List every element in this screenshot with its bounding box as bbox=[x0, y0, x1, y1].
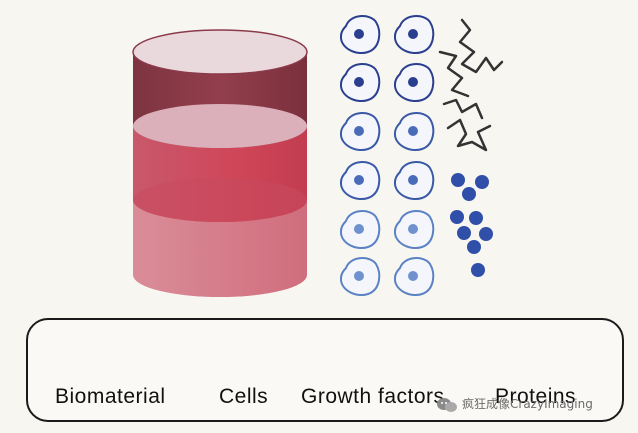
cell bbox=[394, 257, 435, 296]
cell-nucleus bbox=[408, 77, 418, 87]
cylinder-top-disk bbox=[132, 29, 308, 75]
legend-label-biomaterial: Biomaterial bbox=[55, 385, 166, 408]
cell bbox=[394, 210, 435, 249]
cells-group bbox=[340, 15, 435, 296]
cell-nucleus bbox=[354, 271, 364, 281]
cell bbox=[394, 112, 435, 151]
cell-nucleus bbox=[354, 77, 364, 87]
proteins-group bbox=[438, 18, 504, 152]
cell bbox=[340, 15, 381, 54]
legend-label-proteins: Proteins bbox=[495, 385, 577, 408]
cylinder-lower-ring bbox=[133, 178, 307, 222]
cell-nucleus bbox=[354, 224, 364, 234]
protein-strand-3 bbox=[442, 98, 484, 120]
biomaterial-cylinder bbox=[132, 29, 308, 297]
cell bbox=[394, 15, 435, 54]
growth-factor-dot bbox=[457, 226, 471, 240]
cell bbox=[394, 63, 435, 102]
chat-bubble-icon bbox=[437, 398, 457, 412]
legend-label-cells: Cells bbox=[219, 385, 269, 408]
growth-factor-dot bbox=[451, 173, 465, 187]
cell-nucleus bbox=[354, 126, 364, 136]
cylinder-bottom-layer bbox=[133, 200, 307, 297]
cell bbox=[340, 63, 381, 102]
growth-factor-dot bbox=[467, 240, 481, 254]
growth-factor-dot bbox=[471, 263, 485, 277]
cell bbox=[340, 210, 381, 249]
growth-factor-dot bbox=[469, 211, 483, 225]
cell bbox=[340, 257, 381, 296]
cell-nucleus bbox=[408, 175, 418, 185]
cell bbox=[340, 161, 381, 200]
growth-factor-dot bbox=[479, 227, 493, 241]
legend-label-growth-factors: Growth factors bbox=[301, 385, 445, 408]
cell-nucleus bbox=[354, 175, 364, 185]
protein-strand-2 bbox=[438, 50, 470, 98]
cell-nucleus bbox=[408, 271, 418, 281]
cell bbox=[394, 161, 435, 200]
cylinder-middle-disk bbox=[133, 104, 307, 148]
cell bbox=[340, 112, 381, 151]
cell-nucleus bbox=[354, 29, 364, 39]
cell-nucleus bbox=[408, 126, 418, 136]
legend-box bbox=[26, 318, 624, 422]
protein-strand-4 bbox=[446, 118, 492, 152]
watermark-text: 疯狂成像CrazyImaging bbox=[462, 397, 593, 411]
growth-factors-group bbox=[450, 173, 493, 277]
growth-factor-dot bbox=[475, 175, 489, 189]
growth-factor-dot bbox=[462, 187, 476, 201]
protein-strand-1 bbox=[458, 18, 504, 74]
cell-nucleus bbox=[408, 29, 418, 39]
growth-factor-dot bbox=[450, 210, 464, 224]
cell-nucleus bbox=[408, 224, 418, 234]
